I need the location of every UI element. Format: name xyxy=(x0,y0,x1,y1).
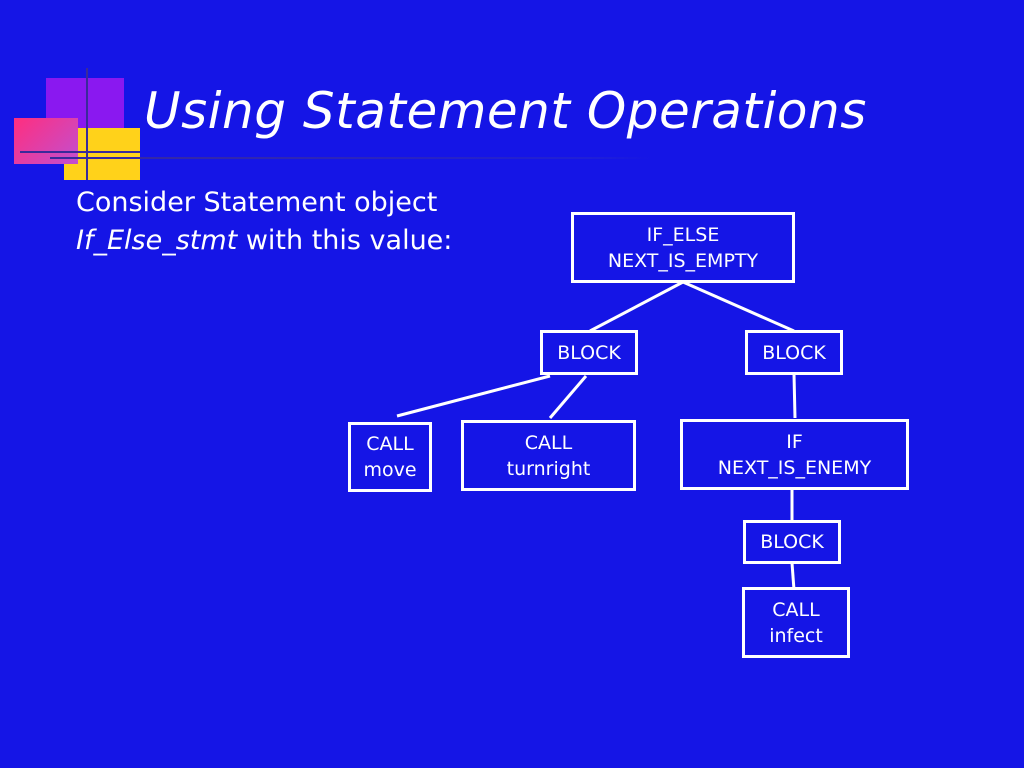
edge-root-then xyxy=(589,280,684,333)
edge-then-move xyxy=(396,374,551,418)
decor-horizontal-rule xyxy=(20,151,140,153)
decor-vertical-rule xyxy=(86,68,88,180)
edge-block-infect xyxy=(790,562,796,591)
title-underline xyxy=(50,157,650,159)
node-name: infect xyxy=(769,624,823,647)
node-name: move xyxy=(363,459,417,481)
node-label: BLOCK xyxy=(557,341,621,364)
node-kind: CALL xyxy=(772,598,820,621)
tree-node-if: IF NEXT_IS_ENEMY xyxy=(680,419,909,490)
intro-line-1: Consider Statement object xyxy=(76,187,438,218)
tree-node-then-block: BLOCK xyxy=(540,330,638,375)
node-kind: CALL xyxy=(366,433,414,455)
tree-node-call-infect: CALL infect xyxy=(742,587,850,658)
tree-node-inner-block: BLOCK xyxy=(743,520,841,564)
tree-node-call-turnright: CALL turnright xyxy=(461,420,636,491)
node-kind: CALL xyxy=(524,431,573,454)
edge-else-if xyxy=(792,373,797,419)
node-condition: NEXT_IS_ENEMY xyxy=(717,456,872,479)
tree-node-else-block: BLOCK xyxy=(745,330,843,375)
intro-line-2: If_Else_stmt with this value: xyxy=(76,222,452,260)
decor-pink-square xyxy=(14,118,78,164)
node-kind: IF_ELSE xyxy=(646,223,720,246)
tree-node-call-move: CALL move xyxy=(348,422,432,492)
node-condition: NEXT_IS_EMPTY xyxy=(607,249,759,272)
intro-line-2-rest: with this value: xyxy=(237,225,453,256)
node-label: BLOCK xyxy=(760,531,824,553)
tree-node-if-else: IF_ELSE NEXT_IS_EMPTY xyxy=(571,212,795,283)
node-label: BLOCK xyxy=(762,341,826,364)
intro-text: Consider Statement object If_Else_stmt w… xyxy=(76,184,452,260)
slide-title: Using Statement Operations xyxy=(144,82,867,140)
node-kind: IF xyxy=(786,430,803,453)
statement-variable-name: If_Else_stmt xyxy=(76,225,238,256)
edge-then-turnright xyxy=(548,375,588,419)
node-name: turnright xyxy=(506,457,591,480)
edge-root-else xyxy=(682,280,795,333)
